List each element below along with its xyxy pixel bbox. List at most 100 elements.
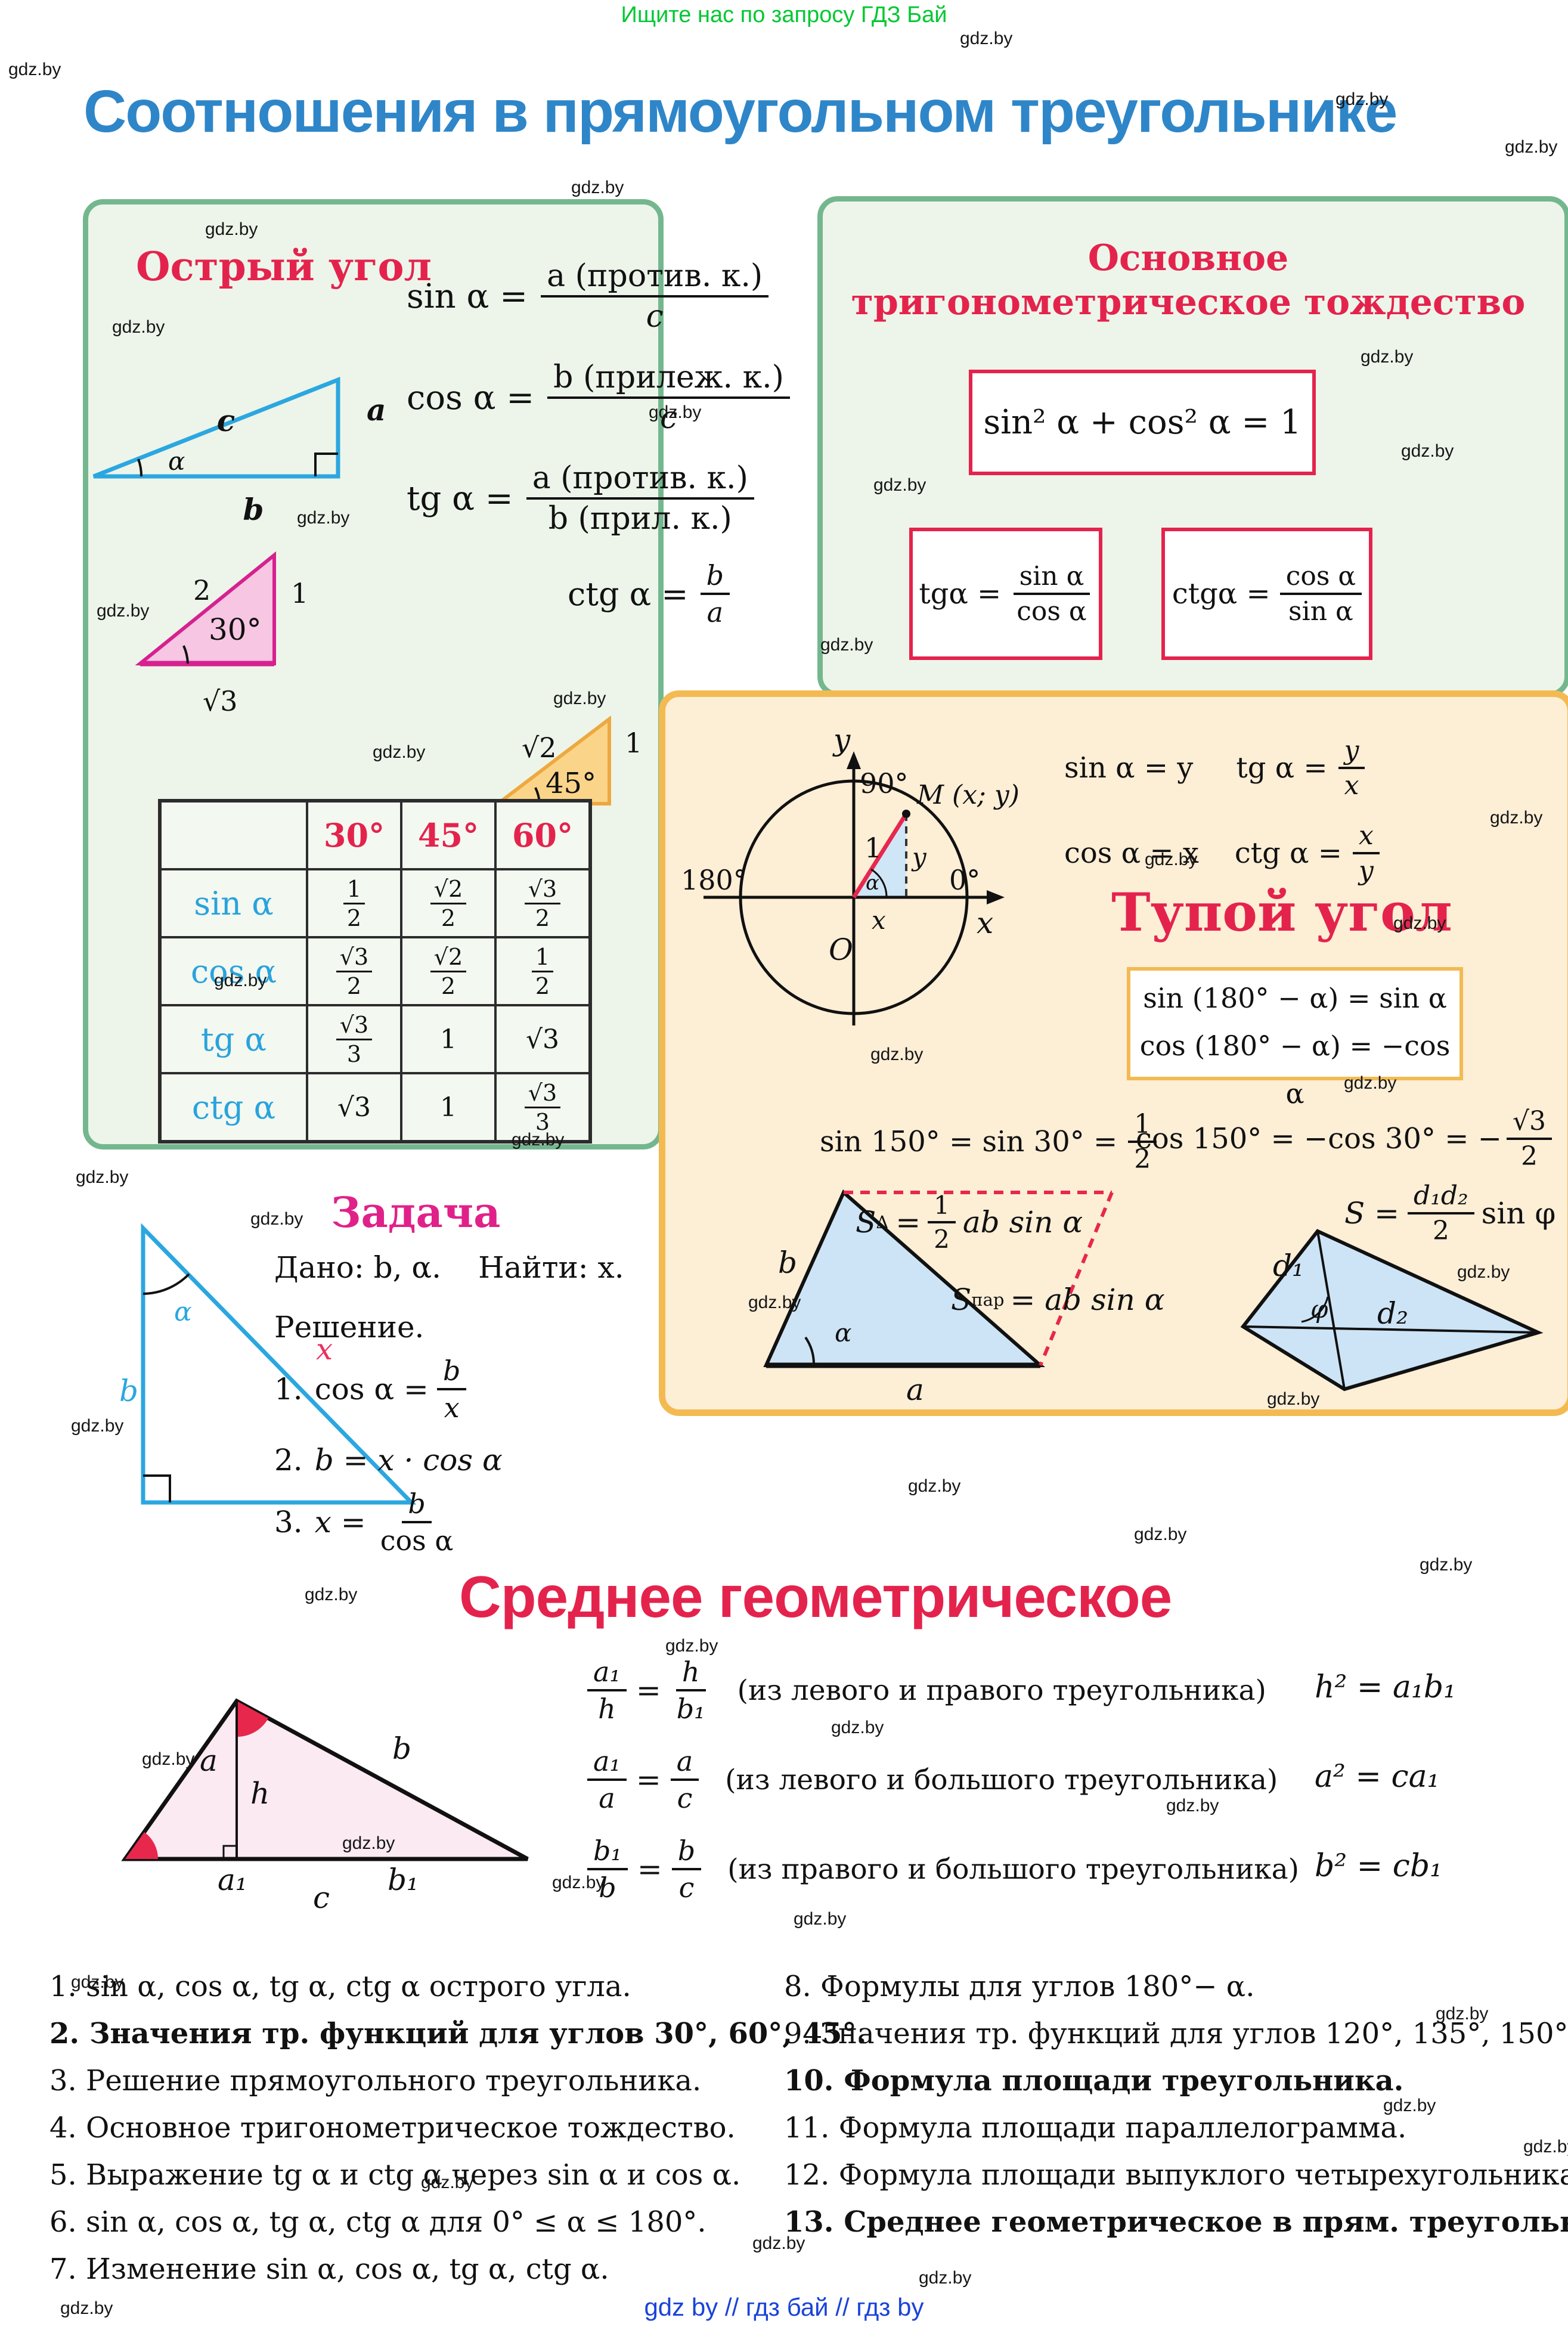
watermark: gdz.by bbox=[305, 1585, 358, 1604]
label-opp: 1 bbox=[291, 577, 308, 609]
toc-left-column: 1. sin α, cos α, tg α, ctg α острого угл… bbox=[49, 1963, 866, 2292]
angle-arc bbox=[137, 458, 143, 477]
y-axis-label: y bbox=[832, 723, 851, 757]
tg-identity-den: cos α bbox=[1017, 596, 1087, 627]
acute-heading: Острый угол bbox=[136, 243, 432, 290]
toc-item: 2. Значения тр. функций для углов 30°, 6… bbox=[49, 2016, 867, 2050]
step2-formula: b = x · cos α bbox=[314, 1443, 503, 1477]
rel-ctg-lhs: ctg α = bbox=[1234, 836, 1342, 870]
task-triangle-diagram: α b x bbox=[119, 1223, 417, 1505]
label-hyp: 2 bbox=[193, 574, 210, 606]
rel-cos: cos α = x bbox=[1064, 836, 1199, 870]
s-tri-post: ab sin α bbox=[962, 1205, 1083, 1240]
rel-ctg-num: x bbox=[1352, 820, 1380, 854]
promo-text: Ищите нас по запросу ГДЗ Бай bbox=[621, 2, 947, 27]
table-cell: 1 bbox=[400, 1072, 497, 1143]
s-quad-pre: S = bbox=[1344, 1196, 1400, 1231]
toc-item: 1. sin α, cos α, tg α, ctg α острого угл… bbox=[49, 1969, 631, 2003]
tg-identity-lhs: tgα = bbox=[919, 577, 1002, 611]
table-cell: √3 bbox=[306, 1072, 402, 1143]
watermark: gdz.by bbox=[297, 508, 350, 528]
tg-numerator: a (против. к.) bbox=[526, 460, 754, 500]
sin-formula: sin α = a (против. к.)c bbox=[407, 243, 769, 349]
triangle-30-diagram: 2 1 30° √3 bbox=[135, 551, 308, 717]
table-row-label: ctg α bbox=[159, 1072, 308, 1143]
diagonal-1 bbox=[1316, 1231, 1346, 1390]
watermark: gdz.by bbox=[1335, 89, 1389, 109]
toc-item: 11. Формула площади параллелограмма. bbox=[784, 2111, 1407, 2145]
geomean-result: h² = a₁b₁ bbox=[1315, 1669, 1456, 1705]
tg-identity-num: sin α bbox=[1013, 561, 1090, 595]
table-header: 45° bbox=[400, 800, 497, 870]
task-find: Найти: x. bbox=[478, 1250, 624, 1285]
deg90-label: 90° bbox=[860, 767, 909, 800]
table-header: 60° bbox=[494, 800, 591, 870]
watermark: gdz.by bbox=[60, 2298, 113, 2318]
alpha-label: α bbox=[866, 871, 879, 895]
point-M-label: M (x; y) bbox=[916, 780, 1019, 810]
toc-item: 4. Основное тригонометрическое тождество… bbox=[49, 2111, 736, 2145]
watermark: gdz.by bbox=[870, 1045, 924, 1064]
s-quad-post: sin φ bbox=[1481, 1196, 1556, 1231]
label-b: b bbox=[119, 1374, 138, 1408]
s-tri-den: 2 bbox=[934, 1225, 950, 1254]
cos-denominator: c bbox=[659, 400, 678, 436]
toc-right-column: 8. Формулы для углов 180°− α.9. Значения… bbox=[784, 1963, 1568, 2245]
ctg-identity-lhs: ctgα = bbox=[1172, 577, 1270, 611]
toc-item: 3. Решение прямоугольного треугольника. bbox=[49, 2063, 702, 2097]
watermark: gdz.by bbox=[76, 1167, 129, 1187]
watermark: gdz.by bbox=[342, 1833, 395, 1853]
ctg-numerator: b bbox=[700, 559, 730, 595]
tg-formula: tg α = a (против. к.)b (прил. к.) bbox=[407, 442, 754, 554]
deg180-label: 180° bbox=[681, 864, 747, 896]
ex-sin-num: 1 bbox=[1128, 1109, 1157, 1143]
rel-tg-lhs: tg α = bbox=[1236, 751, 1328, 785]
watermark: gdz.by bbox=[908, 1476, 961, 1496]
watermark: gdz.by bbox=[1383, 2096, 1436, 2115]
watermark: gdz.by bbox=[1401, 441, 1454, 461]
watermark: gdz.by bbox=[752, 2233, 805, 2253]
label-phi: φ bbox=[1310, 1294, 1328, 1324]
rel-ctg-den: y bbox=[1358, 855, 1374, 886]
toc-item: 7. Изменение sin α, cos α, tg α, ctg α. bbox=[49, 2252, 609, 2286]
obtuse-cos-formula: cos (180° − α) = −cos α bbox=[1139, 1030, 1451, 1110]
table-header-row: 30°45°60° bbox=[159, 800, 591, 870]
ex-cos-lhs: cos 150° = −cos 30° = − bbox=[1136, 1122, 1502, 1155]
geomean-note: (из левого и большого треугольника) bbox=[725, 1763, 1278, 1796]
watermark: gdz.by bbox=[820, 635, 873, 655]
watermark: gdz.by bbox=[97, 601, 150, 621]
obtuse-formulas-box: sin (180° − α) = sin α cos (180° − α) = … bbox=[1127, 967, 1463, 1110]
task-solution-label: Решение. bbox=[274, 1310, 424, 1344]
label-base: √3 bbox=[203, 685, 238, 717]
angle-arc bbox=[142, 1273, 190, 1295]
alpha-arc bbox=[870, 868, 888, 898]
s-quad-den: 2 bbox=[1432, 1216, 1449, 1246]
ctg-lhs: ctg α = bbox=[568, 575, 689, 613]
footer-text: gdz by // гдз бай // гдз by bbox=[644, 2293, 924, 2321]
step3-number: 3. bbox=[274, 1504, 303, 1539]
point-M bbox=[902, 810, 910, 818]
s-par-post: = ab sin α bbox=[1010, 1282, 1165, 1317]
base-angle-wedge bbox=[125, 1832, 159, 1859]
label-a: a bbox=[367, 392, 386, 427]
table-row-label: tg α bbox=[159, 1004, 308, 1074]
obtuse-sin-formula: sin (180° − α) = sin α bbox=[1143, 982, 1447, 1014]
step3-lhs: x = bbox=[314, 1504, 366, 1539]
toc-item: 12. Формула площади выпуклого четырехуго… bbox=[784, 2158, 1568, 2192]
s-par-sub: пар bbox=[971, 1290, 1005, 1310]
toc-item: 13. Среднее геометрическое в прям. треуг… bbox=[784, 2205, 1568, 2239]
sin-lhs: sin α = bbox=[407, 277, 528, 316]
step1-number: 1. bbox=[274, 1371, 303, 1406]
